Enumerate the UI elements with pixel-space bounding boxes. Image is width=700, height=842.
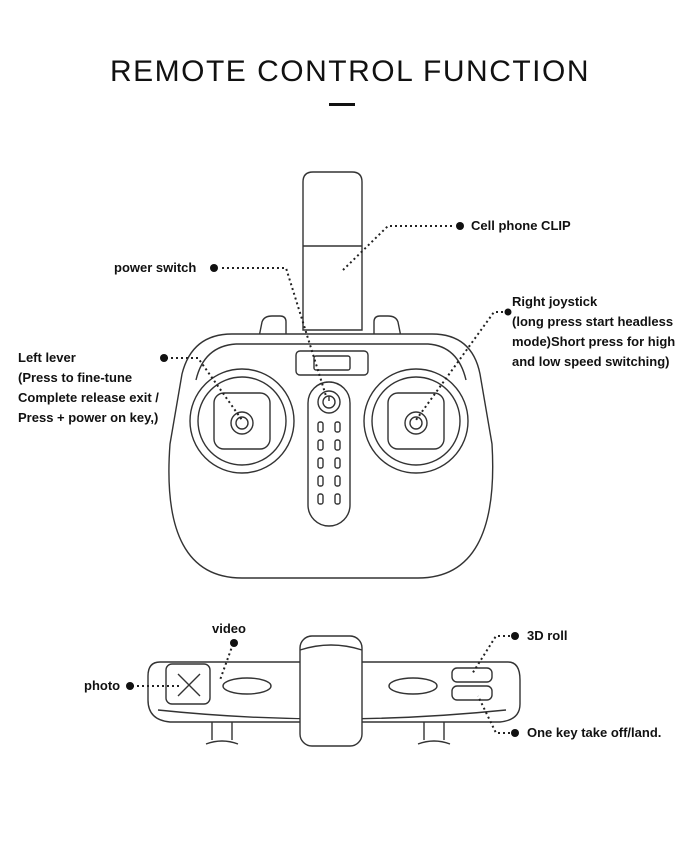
label-right-joystick: Right joystick (long press start headles… — [512, 292, 675, 372]
leader-power-switch — [222, 267, 327, 397]
leader-take-off — [477, 695, 510, 734]
phone-clip — [302, 171, 363, 331]
dot-video — [230, 639, 238, 647]
left-foot — [211, 722, 233, 740]
display-window — [295, 350, 369, 376]
dot-3d-roll — [511, 632, 519, 640]
dot-take-off — [511, 729, 519, 737]
right-foot — [423, 722, 445, 740]
page-title: REMOTE CONTROL FUNCTION — [109, 55, 591, 88]
right-joystick-ring — [363, 368, 469, 474]
center-panel — [307, 381, 351, 527]
power-button — [317, 390, 341, 414]
left-lever-line-3: Complete release exit / — [18, 390, 159, 405]
right-joystick-line-4: and low speed switching) — [512, 354, 670, 369]
right-joystick-line-3: mode)Short press for high — [512, 334, 676, 349]
leader-left-lever — [166, 357, 243, 421]
left-lever-line-2: (Press to fine-tune — [18, 370, 133, 385]
side-slot-left — [222, 677, 272, 695]
label-photo: photo — [84, 678, 121, 693]
take-off-land-button — [451, 685, 493, 701]
leader-video — [219, 643, 234, 681]
left-joystick-knob — [230, 411, 254, 435]
label-take-off-land: One key take off/land. — [527, 725, 662, 740]
right-joystick-knob — [404, 411, 428, 435]
right-shoulder-button — [373, 315, 403, 343]
right-joystick-line-1: Right joystick — [512, 294, 598, 309]
left-lever-line-1: Left lever — [18, 350, 76, 365]
label-3d-roll: 3D roll — [527, 628, 568, 643]
right-joystick-line-2: (long press start headless — [512, 314, 674, 329]
dot-power-switch — [210, 264, 218, 272]
roll-3d-button — [451, 667, 493, 683]
dot-left-lever — [160, 354, 168, 362]
label-left-lever: Left lever (Press to fine-tune Complete … — [18, 348, 159, 428]
grip-slots — [317, 421, 341, 505]
left-joystick-ring — [189, 368, 295, 474]
remote-body-inner — [236, 343, 467, 381]
label-cell-phone-clip: Cell phone CLIP — [471, 218, 571, 233]
dot-cell-phone-clip — [456, 222, 464, 230]
dot-right-joystick — [504, 308, 512, 316]
left-shoulder-button — [257, 315, 287, 343]
left-lever-line-4: Press + power on key,) — [18, 410, 159, 425]
title-underline — [329, 103, 355, 106]
label-power-switch: power switch — [114, 260, 197, 275]
leader-cell-phone-clip — [342, 225, 452, 271]
side-slot-right — [388, 677, 438, 695]
side-phone-clip — [299, 635, 363, 747]
dot-photo — [126, 682, 134, 690]
label-video: video — [212, 621, 246, 636]
